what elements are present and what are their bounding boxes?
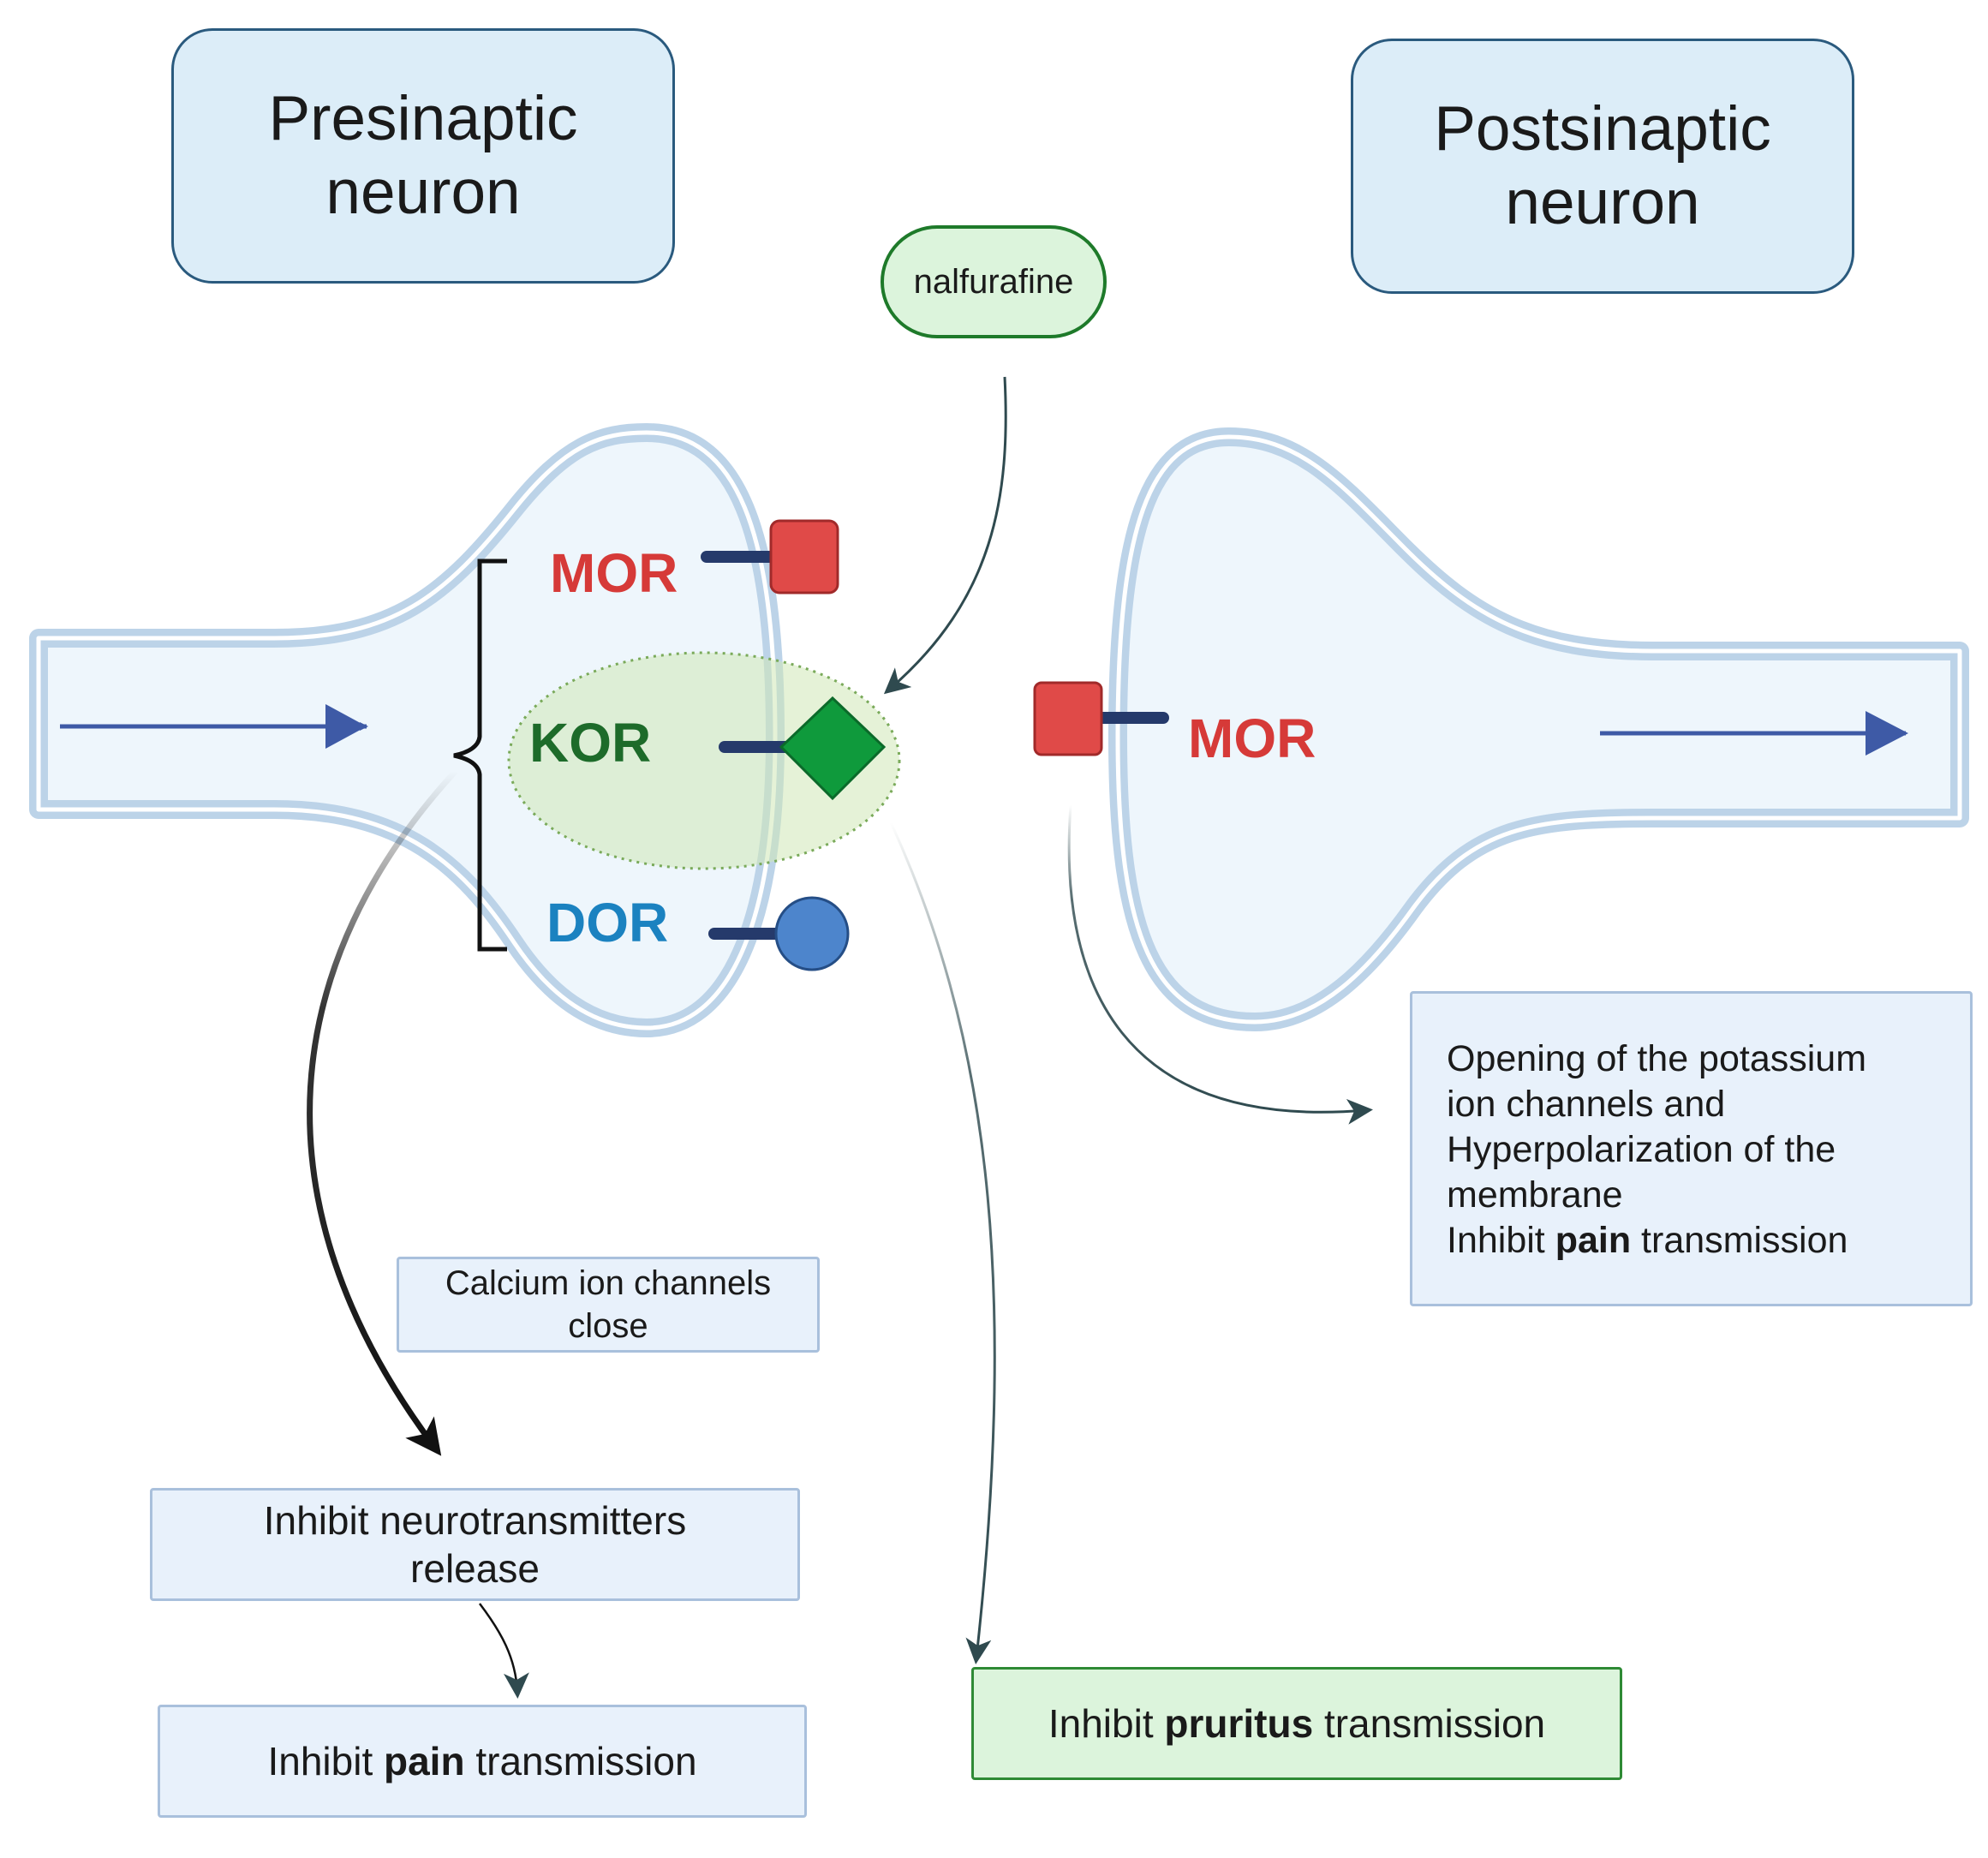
pre-mor-label: MOR bbox=[550, 542, 678, 604]
pre-pain-box: Inhibit pain transmission bbox=[158, 1705, 807, 1818]
potassium-box: Opening of the potassium ion channels an… bbox=[1410, 991, 1973, 1306]
signal-arrow-out-head bbox=[1866, 711, 1908, 756]
pruritus-box: Inhibit pruritus transmission bbox=[971, 1667, 1622, 1780]
pain-pathway-arrow bbox=[307, 768, 458, 1456]
release-to-pain-arrow bbox=[479, 1603, 529, 1699]
drug-binding-arrow bbox=[883, 376, 1007, 695]
dor-receptor bbox=[708, 896, 850, 971]
receptor-bracket bbox=[453, 559, 507, 952]
calcium-channels-box: Calcium ion channels close bbox=[397, 1257, 820, 1353]
post-pain-text: Inhibit pain transmission bbox=[1447, 1220, 1848, 1261]
pruritus-pathway-arrow bbox=[889, 821, 996, 1664]
presynaptic-neuron-box: Presinaptic neuron bbox=[171, 28, 675, 284]
pre-mor-receptor bbox=[701, 519, 839, 594]
potassium-text: Opening of the potassium ion channels an… bbox=[1447, 1037, 1866, 1264]
postsynaptic-terminal bbox=[1108, 427, 1969, 1031]
post-mor-label: MOR bbox=[1188, 708, 1316, 769]
nalfurafine-pill: nalfurafine bbox=[881, 225, 1107, 338]
kor-highlight bbox=[507, 651, 901, 870]
post-mor-receptor bbox=[1033, 681, 1169, 756]
presynaptic-neuron-title: Presinaptic neuron bbox=[268, 84, 578, 227]
kor-label: KOR bbox=[529, 712, 652, 774]
drug-label: nalfurafine bbox=[913, 262, 1074, 301]
signal-arrow-in-head bbox=[325, 704, 367, 749]
dor-label: DOR bbox=[546, 892, 669, 953]
postsynaptic-neuron-box: Postsinaptic neuron bbox=[1351, 39, 1854, 294]
neurotransmitters-box: Inhibit neurotransmitters release bbox=[150, 1488, 800, 1601]
pruritus-text: Inhibit pruritus transmission bbox=[1048, 1701, 1546, 1746]
potassium-pathway-arrow bbox=[1067, 804, 1373, 1125]
kor-receptor bbox=[719, 696, 887, 801]
pre-pain-text: Inhibit pain transmission bbox=[267, 1739, 697, 1783]
postsynaptic-neuron-title: Postsinaptic neuron bbox=[1434, 94, 1771, 237]
